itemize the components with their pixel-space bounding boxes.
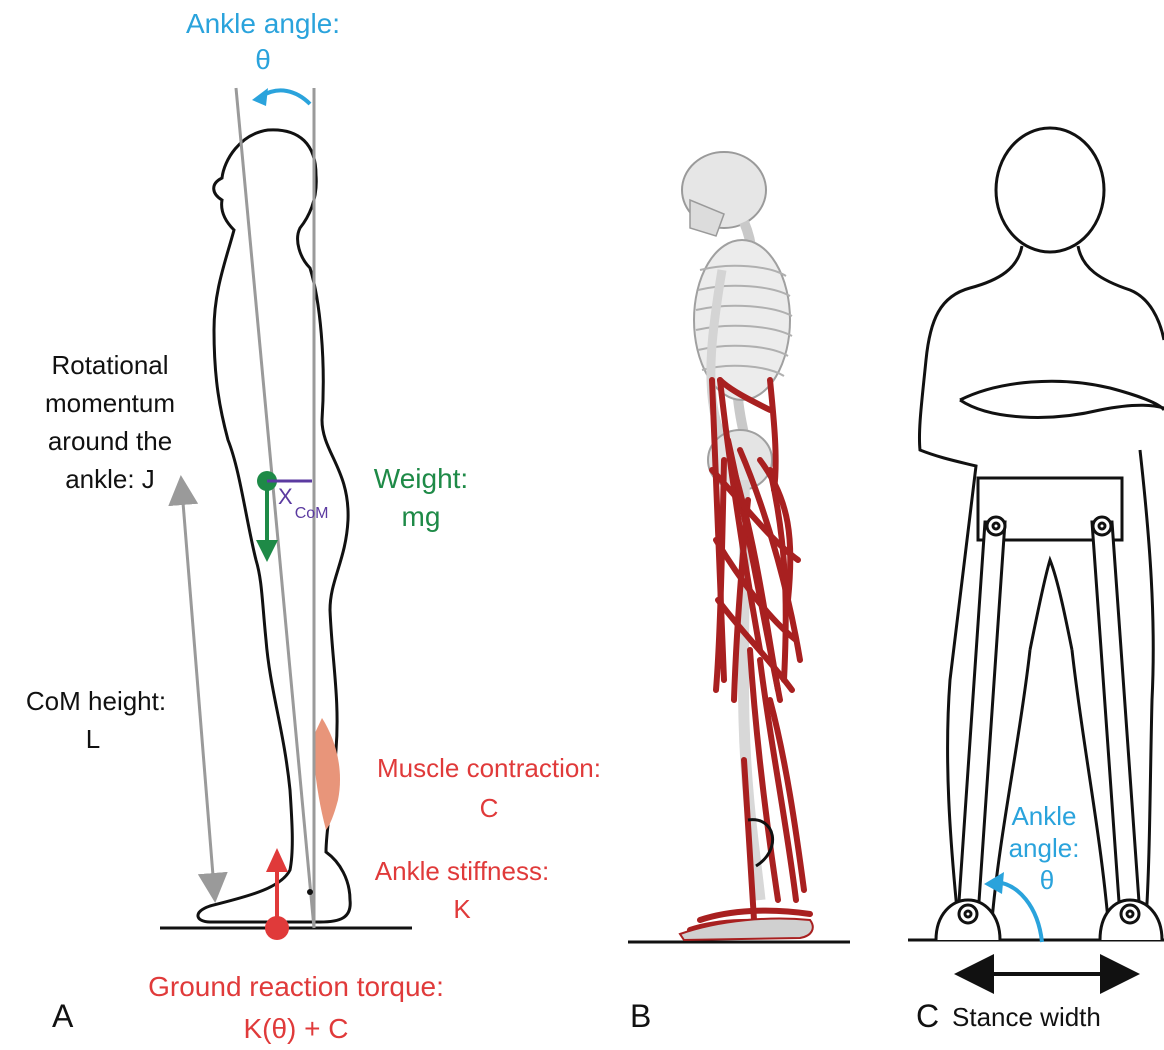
rot-momentum-line3: around the	[20, 422, 200, 460]
com-height-label: CoM height: L	[6, 682, 186, 758]
x-com-label: XCoM	[278, 486, 326, 508]
ankle-stiffness-line1: Ankle stiffness:	[360, 852, 564, 890]
ground-reaction-arrowhead	[266, 848, 288, 872]
ankle-angle-label-a: Ankle angle: θ	[170, 10, 356, 74]
panel-b	[628, 152, 850, 942]
com-height-line2: L	[0, 720, 186, 758]
ankle-angle-label-a-line2: θ	[170, 46, 356, 74]
weight-label-line2: mg	[356, 498, 486, 536]
ankle-angle-c-line3: θ	[1002, 864, 1092, 896]
ankle-joint-dot	[307, 889, 313, 895]
stance-width-label: Stance width	[952, 1004, 1101, 1030]
ground-reaction-label: Ground reaction torque: K(θ) + C	[124, 966, 468, 1050]
rot-momentum-line4: ankle: J	[20, 460, 200, 498]
ankle-angle-c-line1: Ankle	[996, 800, 1092, 832]
rotational-momentum-label: Rotational momentum around the ankle: J	[20, 346, 200, 498]
ground-reaction-line2: K(θ) + C	[124, 1008, 468, 1050]
muscle-contraction-label: Muscle contraction: C	[356, 748, 622, 828]
ankle-stiffness-label: Ankle stiffness: K	[360, 852, 564, 928]
x-com-symbol: X	[278, 484, 293, 509]
figure-crotch	[1030, 560, 1072, 650]
muscle-contraction-line2: C	[356, 788, 622, 828]
figure-outer-leg-right	[1140, 450, 1153, 920]
panel-letter-c: C	[916, 998, 939, 1035]
com-height-arrow	[182, 490, 214, 888]
ankle-angle-c-line2: angle:	[996, 832, 1092, 864]
ankle-angle-arrow-a	[262, 90, 310, 104]
ankle-angle-label-a-line1: Ankle angle:	[170, 10, 356, 38]
figure-head-front	[996, 128, 1104, 252]
panel-letter-b: B	[630, 998, 651, 1035]
rot-momentum-line1: Rotational	[20, 346, 200, 384]
com-height-line1: CoM height:	[6, 682, 186, 720]
weight-arrowhead	[256, 540, 278, 562]
ground-reaction-line1: Ground reaction torque:	[124, 966, 468, 1008]
panel-letter-a: A	[52, 998, 73, 1035]
rot-momentum-line2: momentum	[20, 384, 200, 422]
x-com-subscript: CoM	[295, 505, 329, 522]
ankle-angle-arrowhead-a	[252, 88, 268, 106]
weight-label-line1: Weight:	[356, 460, 486, 498]
ground-reaction-dot	[265, 916, 289, 940]
ankle-stiffness-line2: K	[360, 890, 564, 928]
figure-folded-arms	[960, 381, 1164, 417]
muscle-contraction-line1: Muscle contraction:	[356, 748, 622, 788]
weight-label: Weight: mg	[356, 460, 486, 536]
figure-body-front-right	[1078, 246, 1164, 340]
ankle-angle-label-c: Ankle angle: θ	[996, 800, 1092, 896]
